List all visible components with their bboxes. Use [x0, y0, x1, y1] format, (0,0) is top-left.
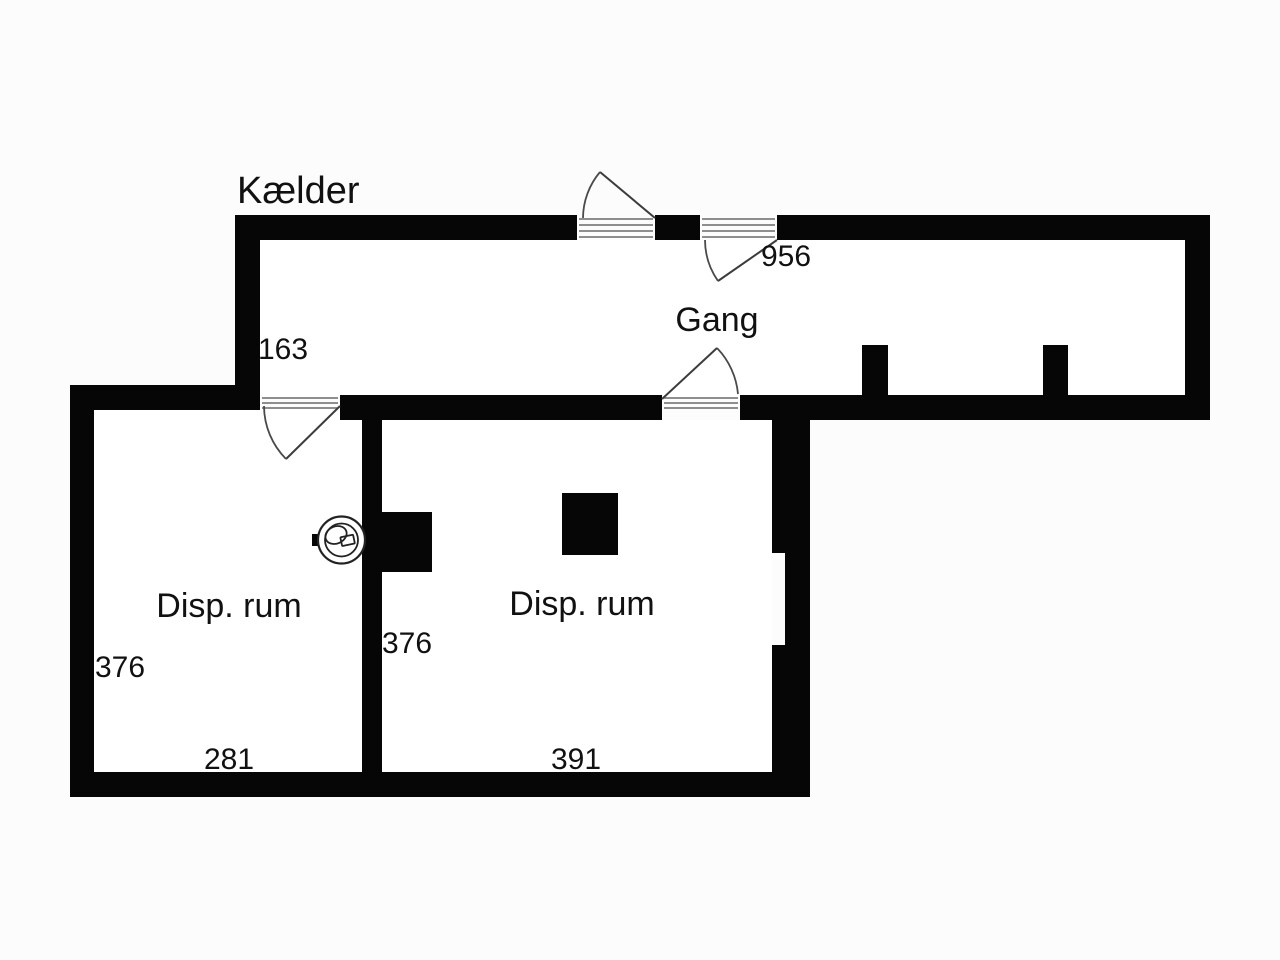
sill-room-right-door: [664, 397, 738, 409]
plan-title: Kælder: [237, 170, 360, 212]
wall-corridor-bottom-left: [340, 395, 662, 420]
wall-room-left-top: [70, 385, 260, 410]
labels: Kælder Gang 956 163 Disp. rum 376 281 Di…: [95, 170, 811, 776]
room-right-width-label: 391: [551, 743, 601, 776]
room-right-interior: [382, 420, 772, 772]
door-room-right: [661, 347, 739, 400]
door-swing-arc: [716, 347, 739, 395]
lamp-inner-circle: [324, 522, 359, 558]
wall-room-right-outer: [772, 395, 810, 797]
room-left-depth-label: 376: [95, 651, 145, 684]
corridor-length-label: 956: [761, 240, 811, 273]
chimney-block: [562, 493, 618, 555]
lamp-mount-left: [312, 534, 320, 546]
wall-stub-2: [1043, 345, 1068, 397]
lamp-outlet-icon: [312, 515, 372, 565]
corridor-name-label: Gang: [675, 301, 758, 339]
wall-corridor-top-left: [235, 215, 577, 240]
door-leaf: [661, 347, 718, 400]
lamp-bulb: [324, 525, 348, 545]
sill-room-left-door: [262, 397, 338, 409]
wall-corridor-top-right: [777, 215, 1210, 240]
wall-corridor-top-middle: [655, 215, 700, 240]
room-left-name-label: Disp. rum: [156, 587, 301, 625]
wall-corridor-bottom-right: [740, 395, 1210, 420]
lamp-mount-right: [362, 534, 372, 546]
door-leaf: [285, 405, 341, 460]
fixtures: [312, 493, 618, 572]
door-leaf: [599, 171, 656, 219]
walls: [70, 215, 1210, 797]
door-swing-arc: [263, 405, 287, 460]
wall-outer-left: [70, 385, 94, 797]
wall-room-divider: [362, 397, 382, 772]
room-right-name-label: Disp. rum: [509, 585, 654, 623]
room-left-width-label: 281: [204, 743, 254, 776]
wall-stub-1: [862, 345, 888, 397]
lamp-socket: [339, 533, 356, 547]
wall-bottom: [70, 772, 810, 797]
door-exterior-top: [582, 171, 656, 219]
door-room-left: [263, 405, 341, 460]
sill-top-door-2: [702, 218, 775, 238]
wall-corridor-left: [235, 215, 260, 408]
corridor-interior: [260, 240, 1185, 397]
wall-corridor-right: [1185, 215, 1210, 420]
door-swing-arc: [704, 239, 719, 282]
room-left-interior: [94, 408, 362, 772]
door-sills: [262, 218, 775, 409]
door-swing-arc: [582, 171, 601, 219]
door-leaf: [717, 239, 778, 282]
room-interiors: [94, 240, 1185, 772]
sill-top-door-1: [579, 218, 653, 238]
room-right-depth-label: 376: [382, 627, 432, 660]
corridor-width-label: 163: [258, 333, 308, 366]
duct-block: [378, 512, 432, 572]
door-corridor-top: [704, 239, 778, 282]
doors: [263, 171, 778, 460]
